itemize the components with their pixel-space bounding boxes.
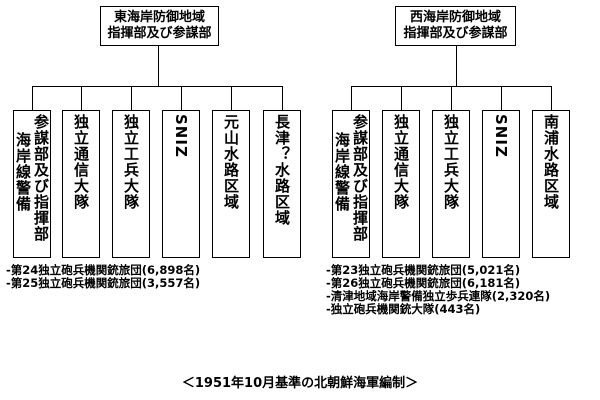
west-unit-box: 南浦水路区域 — [532, 110, 570, 258]
unit-label: 南浦水路区域 — [542, 114, 560, 210]
east-note: -第24独立砲兵機関銃旅団(6,898名) — [6, 263, 201, 277]
unit-label: 独立通信大隊 — [392, 114, 410, 210]
connector — [351, 86, 352, 110]
west-notes: -第23独立砲兵機関銃旅団(5,021名) -第26独立砲兵機関銃旅団(6,18… — [326, 264, 550, 316]
west-note: -第23独立砲兵機関銃旅団(5,021名) — [326, 263, 521, 277]
connector — [81, 86, 82, 110]
connector — [158, 46, 159, 86]
east-unit-box: 参謀部及び指揮部海岸線警備 — [13, 110, 51, 258]
east-hq-box: 東海岸防御地域 指揮部及び参謀部 — [100, 6, 219, 46]
west-hq-line2: 指揮部及び参謀部 — [403, 26, 508, 41]
connector — [451, 86, 452, 110]
west-note: -独立砲兵機関銃大隊(443名) — [326, 302, 481, 316]
connector — [181, 86, 182, 110]
east-unit-box: 独立通信大隊 — [62, 110, 100, 258]
east-hq-line1: 東海岸防御地域 — [113, 10, 205, 25]
connector — [131, 86, 132, 110]
unit-label: 参謀部及び指揮部 — [32, 114, 50, 242]
east-unit-box: 長津？水路区域 — [263, 110, 301, 258]
unit-label: 独立工兵大隊 — [122, 114, 140, 210]
west-note: -清津地域海岸警備独立歩兵連隊(2,320名) — [326, 289, 551, 303]
connector — [32, 86, 283, 87]
unit-label: SNIZ — [492, 114, 510, 158]
west-unit-box: SNIZ — [482, 110, 520, 258]
unit-label: 長津？水路区域 — [273, 114, 291, 226]
west-note: -第26独立砲兵機関銃旅団(6,181名) — [326, 276, 521, 290]
connector — [231, 86, 232, 110]
west-unit-box: 独立通信大隊 — [382, 110, 420, 258]
west-unit-box: 独立工兵大隊 — [432, 110, 470, 258]
east-unit-box: SNIZ — [162, 110, 200, 258]
west-hq-box: 西海岸防御地域 指揮部及び参謀部 — [395, 6, 516, 46]
east-unit-box: 独立工兵大隊 — [112, 110, 150, 258]
diagram-caption: ＜1951年10月基準の北朝鮮海軍編制＞ — [181, 376, 419, 391]
east-unit-box: 元山水路区域 — [212, 110, 250, 258]
unit-label: 海岸線警備 — [14, 132, 32, 212]
east-hq-line2: 指揮部及び参謀部 — [107, 26, 212, 41]
unit-label: 参謀部及び指揮部 — [351, 114, 369, 242]
unit-label: 独立通信大隊 — [72, 114, 90, 210]
unit-label: SNIZ — [172, 114, 190, 158]
connector — [501, 86, 502, 110]
connector — [456, 46, 457, 86]
unit-label: 元山水路区域 — [222, 114, 240, 210]
connector — [551, 86, 552, 110]
east-notes: -第24独立砲兵機関銃旅団(6,898名) -第25独立砲兵機関銃旅団(3,55… — [6, 264, 200, 290]
unit-label: 独立工兵大隊 — [442, 114, 460, 210]
connector — [401, 86, 402, 110]
connector — [32, 86, 33, 110]
west-unit-box: 参謀部及び指揮部海岸線警備 — [332, 110, 370, 258]
unit-label: 海岸線警備 — [333, 132, 351, 212]
west-hq-line1: 西海岸防御地域 — [409, 10, 501, 25]
east-note: -第25独立砲兵機関銃旅団(3,557名) — [6, 276, 201, 290]
connector — [282, 86, 283, 110]
